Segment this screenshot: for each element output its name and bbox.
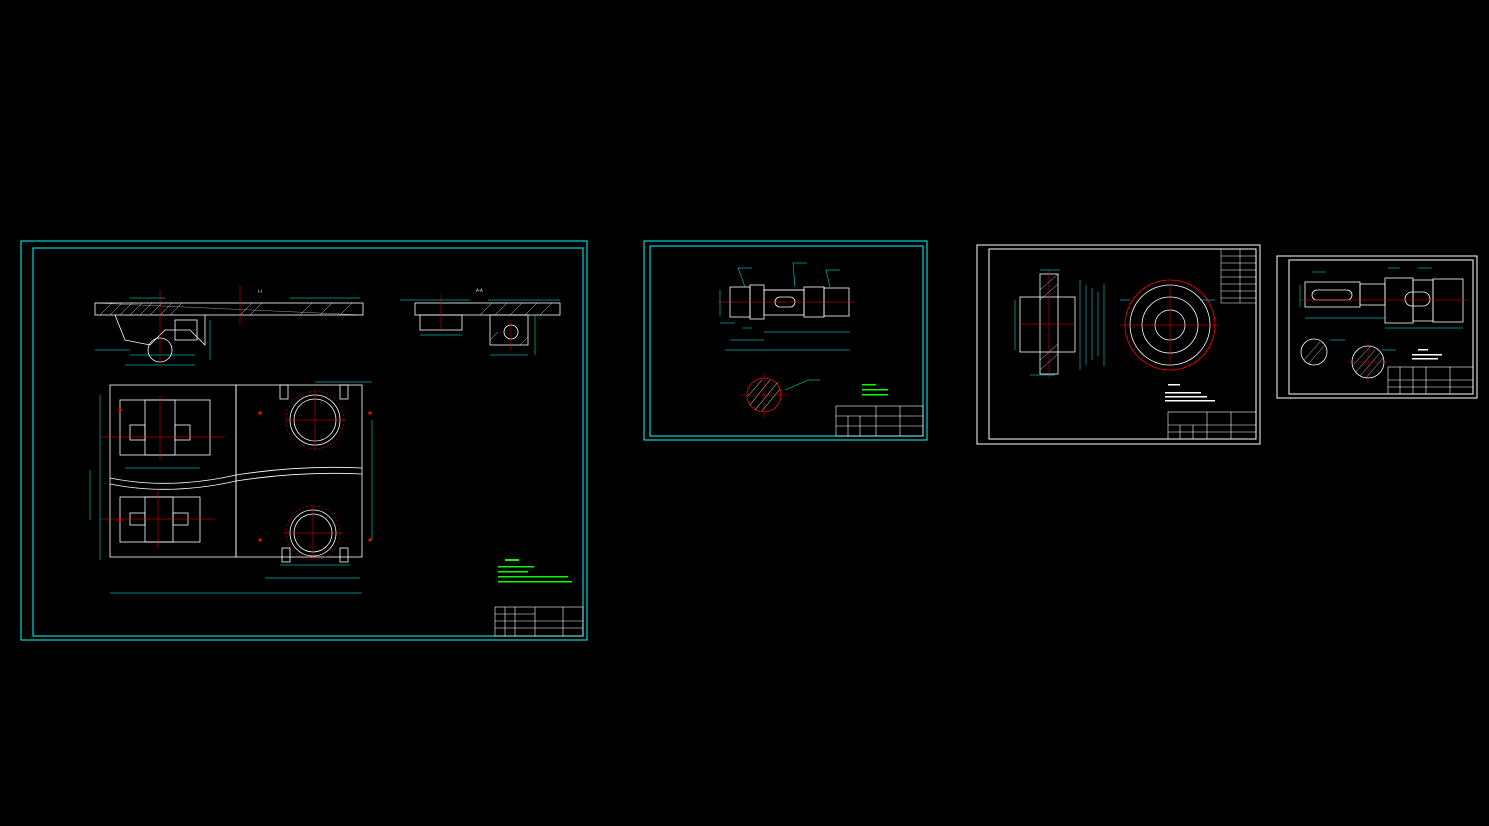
sheet-1-top-section-view	[94, 302, 364, 363]
sheet-1-plan-bolt-circles	[285, 390, 345, 561]
sheet-1-plan-view	[109, 384, 363, 563]
sheet-2-shaft-dimensions	[719, 262, 850, 351]
sheet-2-technical-notes	[862, 384, 888, 396]
sheet-1-plan-centerlines	[100, 390, 372, 560]
sheet-4-outer-border	[1276, 255, 1478, 399]
sheet-2-title-block	[835, 405, 924, 437]
sheet-1-outer-border	[20, 240, 588, 641]
drawing-sheet-1[interactable]: I-I A-A	[20, 240, 588, 641]
sheet-1-a-a-centerlines	[440, 295, 512, 350]
sheet-1-section-label-top: I-I	[258, 289, 262, 294]
drawing-sheet-4[interactable]	[1276, 255, 1478, 399]
sheet-1-inner-border	[32, 247, 584, 637]
sheet-1-section-a-a	[414, 302, 561, 346]
sheet-2-shaft-cross-section	[740, 372, 820, 418]
sheet-1-top-centerlines	[159, 285, 241, 365]
sheet-3-outer-border	[976, 244, 1261, 445]
sheet-1-plan-dimensions	[89, 381, 373, 594]
sheet-4-inner-border	[1288, 259, 1474, 395]
drawing-sheet-3[interactable]	[976, 244, 1261, 445]
sheet-4-shaft-view	[1304, 277, 1464, 324]
sheet-3-title-block	[1167, 411, 1257, 440]
sheet-1-a-a-dimensions	[400, 299, 560, 356]
sheet-3-gear-side-section	[1019, 270, 1076, 378]
sheet-2-inner-border	[649, 245, 924, 437]
sheet-1-section-label-right: A-A	[476, 288, 483, 293]
sheet-3-inner-border	[988, 248, 1257, 440]
sheet-1-technical-notes	[498, 559, 572, 583]
sheet-2-outer-border	[643, 240, 928, 441]
sheet-4-cross-sections	[1300, 338, 1396, 382]
sheet-4-technical-notes	[1412, 349, 1442, 360]
sheet-1-title-block	[494, 606, 584, 637]
sheet-1-hatch	[99, 302, 353, 316]
sheet-3-technical-notes	[1165, 384, 1215, 402]
drawing-sheet-2[interactable]	[643, 240, 928, 441]
sheet-3-gear-dimensions	[1014, 269, 1105, 376]
sheet-1-top-dimensions	[95, 297, 360, 366]
sheet-4-title-block	[1387, 366, 1474, 395]
sheet-4-shaft-dimensions	[1299, 267, 1463, 329]
sheet-3-gear-front-view	[1120, 279, 1220, 371]
sheet-3-parameter-table	[1220, 248, 1257, 304]
